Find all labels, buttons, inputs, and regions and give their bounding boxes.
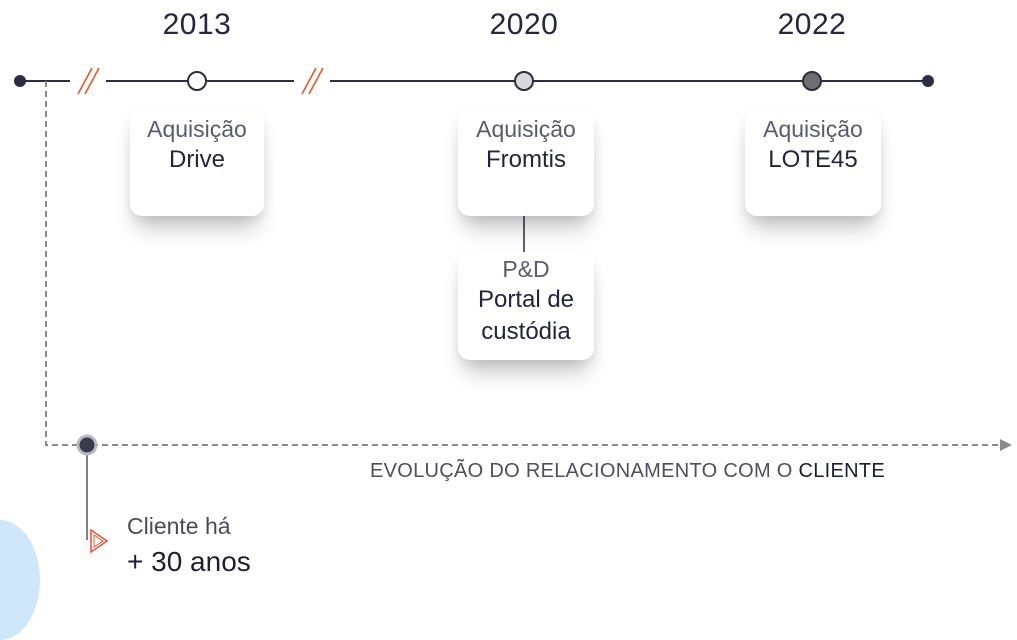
client-dot	[76, 434, 98, 456]
milestone-name: Fromtis	[486, 146, 566, 173]
relationship-label-prefix: EVOLUÇÃO DO RELACIONAMENTO COM O	[370, 460, 793, 482]
timeline-break-1	[70, 70, 106, 92]
milestone-kind: Aquisição	[763, 116, 863, 142]
play-icon-inner	[93, 534, 104, 548]
break-slash	[77, 67, 93, 95]
rnd-card-portal: P&D Portal de custódia	[458, 252, 594, 360]
client-value: + 30 anos	[127, 546, 251, 577]
rnd-name-line2: custódia	[481, 318, 571, 345]
milestone-kind: Aquisição	[147, 116, 247, 142]
milestone-dot-2013	[187, 71, 207, 91]
year-2022: 2022	[777, 8, 847, 41]
client-label: Cliente há	[127, 513, 231, 539]
relationship-dashed-path	[45, 81, 1000, 446]
timeline-end-dot	[922, 75, 934, 87]
relationship-arrowhead	[1000, 439, 1012, 451]
break-slash	[301, 67, 317, 95]
timeline-start-dot	[14, 75, 26, 87]
milestone-name: LOTE45	[768, 146, 858, 173]
milestone-card-lote45: Aquisição LOTE45	[745, 110, 881, 216]
milestone-card-drive: Aquisição Drive	[130, 110, 264, 216]
year-2020: 2020	[489, 8, 559, 41]
break-slash	[308, 67, 324, 95]
relationship-label-highlight: CLIENTE	[798, 460, 886, 482]
milestone-card-fromtis: Aquisição Fromtis	[458, 110, 594, 216]
relationship-label: EVOLUÇÃO DO RELACIONAMENTO COM O CLIENTE	[370, 460, 990, 483]
milestone-dot-2022	[802, 71, 822, 91]
break-slash	[84, 67, 100, 95]
timeline-break-2	[294, 70, 330, 92]
year-2013: 2013	[162, 8, 232, 41]
timeline-graphics	[14, 67, 1012, 554]
milestone-kind: Aquisição	[476, 116, 576, 142]
rnd-kind: P&D	[502, 256, 550, 282]
milestone-dot-2020	[514, 71, 534, 91]
play-icon	[90, 528, 109, 554]
rnd-name-line1: Portal de	[477, 286, 575, 313]
milestone-name: Drive	[168, 146, 225, 173]
